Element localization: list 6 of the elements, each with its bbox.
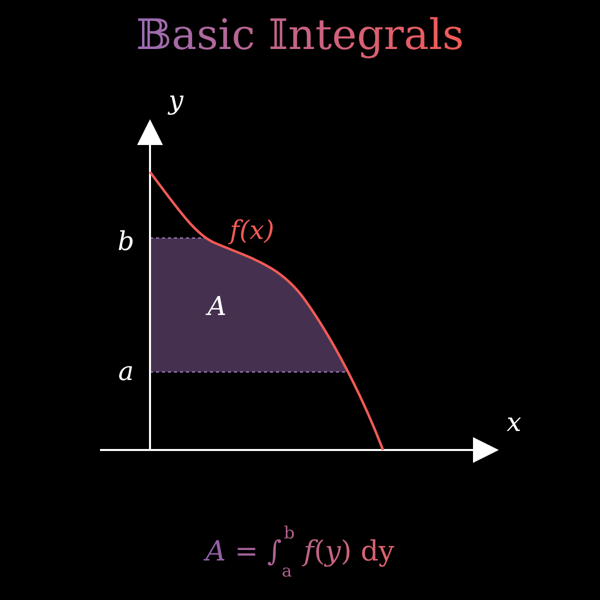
point-label: b	[118, 229, 134, 255]
axis-label: x	[506, 410, 522, 436]
function-label: f(x)	[230, 218, 274, 244]
point-label: a	[118, 359, 134, 385]
area-label: A	[208, 294, 226, 320]
axis-label: y	[168, 88, 184, 114]
